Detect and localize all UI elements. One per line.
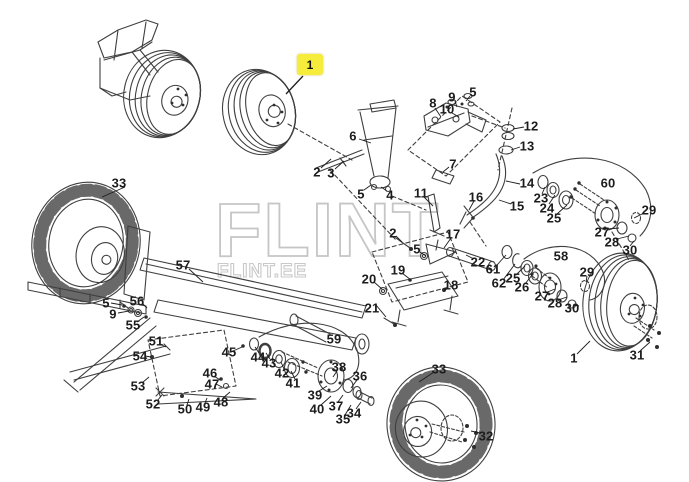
spindle-leg bbox=[459, 107, 515, 247]
assembled-caster-unit bbox=[97, 19, 202, 139]
hub-assembly-60 bbox=[532, 157, 652, 263]
highlighted-part-label-1[interactable]: 1 bbox=[297, 54, 323, 75]
hub-assembly-59 bbox=[248, 313, 375, 407]
watermark: FLINT FLINT.EE bbox=[214, 187, 440, 282]
left-lugged-tire-33 bbox=[27, 181, 151, 315]
center-small-parts bbox=[371, 169, 497, 303]
fastener-dots bbox=[122, 87, 661, 449]
leader-lines bbox=[101, 75, 651, 434]
tire-part-1 bbox=[222, 68, 353, 161]
upper-bracket bbox=[407, 92, 506, 177]
watermark-subtitle: FLINT.EE bbox=[217, 261, 307, 282]
watermark-title: FLINT bbox=[215, 188, 440, 273]
support-frame-19 bbox=[378, 271, 459, 327]
bottom-lugged-tire-33 bbox=[386, 366, 496, 482]
right-tire-part-1 bbox=[582, 252, 658, 352]
